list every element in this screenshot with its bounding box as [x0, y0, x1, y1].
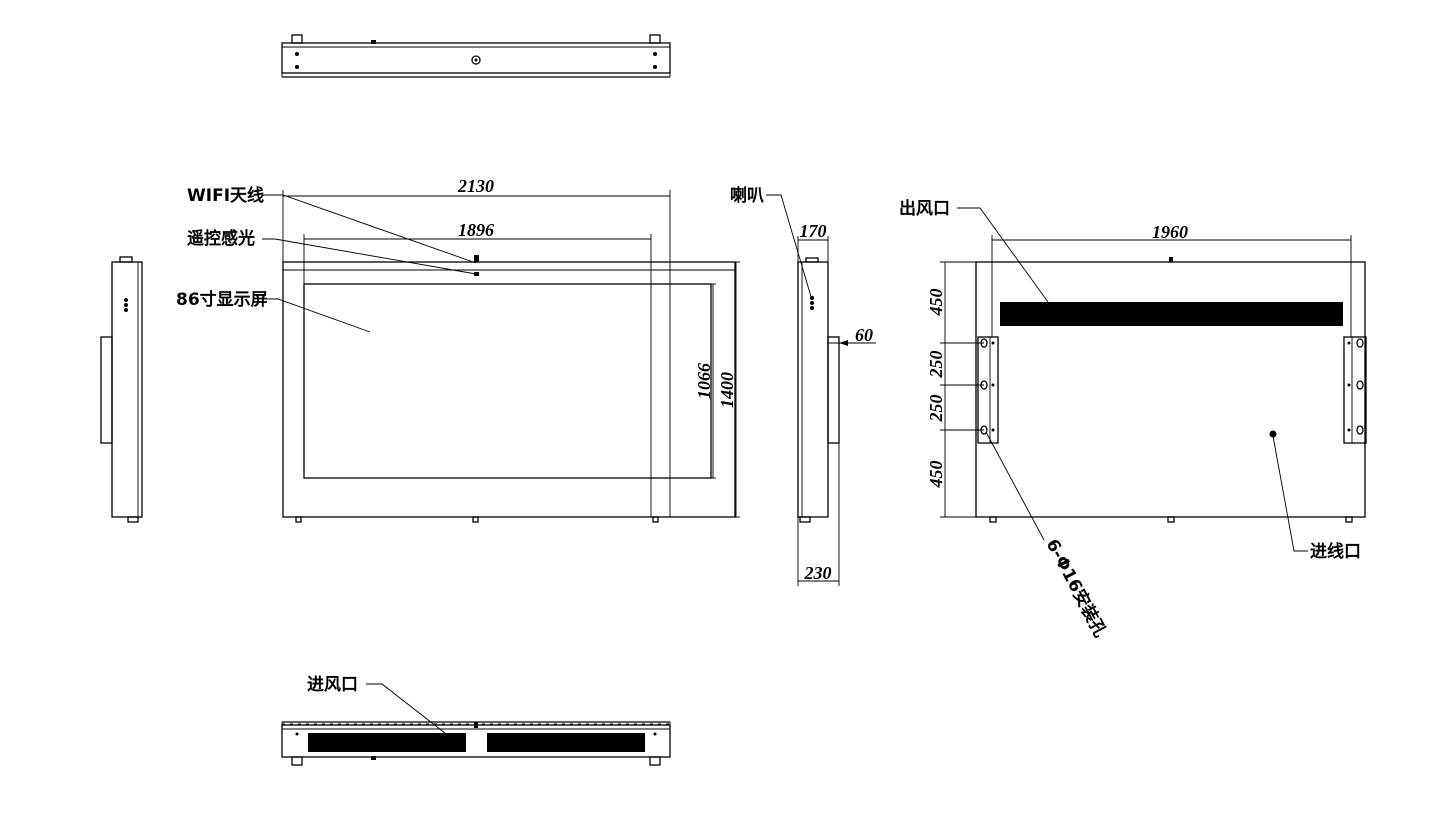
dim-overall-height: 1400 — [717, 372, 737, 408]
label-mounting-holes: 6-Φ16安装孔 — [1042, 535, 1111, 640]
dim-overall-width: 2130 — [457, 176, 494, 196]
dim-rear-v2: 250 — [926, 351, 946, 379]
dim-screen-width: 1896 — [458, 220, 494, 240]
rear-view: 1960 450 250 250 450 出风口 进线口 6-Φ16安装孔 — [899, 198, 1367, 641]
dim-rear-width: 1960 — [1152, 222, 1188, 242]
dim-rear-v1: 450 — [926, 289, 946, 317]
screen-area — [303, 283, 712, 479]
label-remote-sensor: 遥控感光 — [187, 228, 255, 249]
right-side-view: 170 60 230 喇叭 — [730, 185, 876, 586]
label-cable-inlet: 进线口 — [1310, 541, 1361, 562]
dim-side-offset: 60 — [855, 325, 873, 345]
front-frame — [282, 261, 736, 518]
label-wifi-antenna: WIFI天线 — [187, 185, 264, 206]
label-air-inlet: 进风口 — [307, 675, 358, 695]
left-side-view — [100, 256, 143, 523]
air-outlet-vent — [1000, 302, 1343, 326]
label-air-outlet: 出风口 — [899, 198, 950, 219]
label-display-screen: 86寸显示屏 — [176, 289, 268, 310]
dim-rear-v4: 450 — [926, 461, 946, 489]
top-view — [281, 34, 671, 78]
cable-inlet-hole — [1269, 430, 1277, 438]
label-speaker: 喇叭 — [730, 185, 764, 206]
dim-screen-height: 1066 — [694, 363, 714, 399]
bottom-view: 进风口 — [281, 675, 671, 766]
front-view: 2130 1896 1066 1400 WIFI天线 遥控感光 86寸显示屏 — [176, 176, 740, 523]
air-inlet-vent-right — [487, 733, 645, 752]
dim-side-depth-bottom: 230 — [804, 563, 832, 583]
rear-frame — [975, 261, 1366, 518]
air-inlet-vent-left — [308, 733, 466, 752]
dim-rear-v3: 250 — [926, 395, 946, 423]
dim-side-depth-top: 170 — [800, 221, 827, 241]
